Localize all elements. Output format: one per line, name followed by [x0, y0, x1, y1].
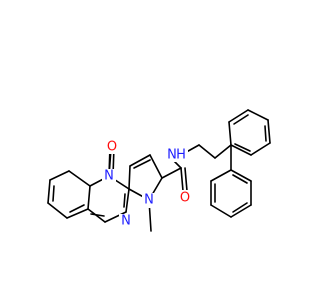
- atom-label-nitrogen-pyrimidine: N: [121, 214, 131, 229]
- bond: [161, 167, 182, 179]
- bond: [214, 144, 232, 159]
- bond: [87, 185, 91, 210]
- bond: [234, 143, 251, 152]
- atom-label-nitrogen-bridgehead: N: [104, 169, 114, 184]
- bond: [90, 213, 105, 217]
- bond: [125, 188, 130, 213]
- bond: [250, 142, 271, 156]
- bond: [49, 170, 70, 181]
- bond: [230, 144, 252, 156]
- bond: [232, 174, 248, 184]
- bond: [228, 109, 249, 123]
- bond: [104, 211, 127, 223]
- atom-label-layer: O O N H N N N: [102, 139, 192, 229]
- bond: [129, 154, 151, 167]
- bond: [69, 204, 85, 213]
- bond: [232, 202, 248, 213]
- molecule-structure-diagram: O O N H N N N: [47, 109, 271, 232]
- bond: [267, 119, 271, 144]
- bond: [133, 159, 151, 169]
- bond: [123, 193, 126, 208]
- bond: [210, 169, 232, 182]
- atom-label-hydrogen-amide: H: [176, 148, 186, 163]
- bond: [228, 121, 232, 146]
- bond: [47, 202, 68, 219]
- bond: [52, 185, 55, 202]
- atom-label-oxygen-amide: O: [180, 191, 190, 206]
- atom-label-nitrogen-pyrrole: N: [144, 193, 154, 208]
- bond: [210, 204, 232, 218]
- bond-layer: [47, 109, 271, 232]
- atom-label-nitrogen-amide: N: [167, 148, 177, 163]
- bond: [47, 179, 51, 204]
- bond: [128, 165, 131, 190]
- bond: [68, 170, 91, 187]
- atom-label-oxygen-ring: O: [107, 140, 117, 155]
- bond: [66, 208, 89, 219]
- bond: [184, 167, 188, 192]
- bond: [230, 169, 252, 182]
- bond: [180, 167, 184, 192]
- bond: [247, 109, 269, 121]
- bond: [233, 114, 249, 125]
- bond: [198, 144, 216, 159]
- bond: [264, 125, 267, 142]
- bond: [230, 204, 252, 218]
- bond: [149, 154, 163, 179]
